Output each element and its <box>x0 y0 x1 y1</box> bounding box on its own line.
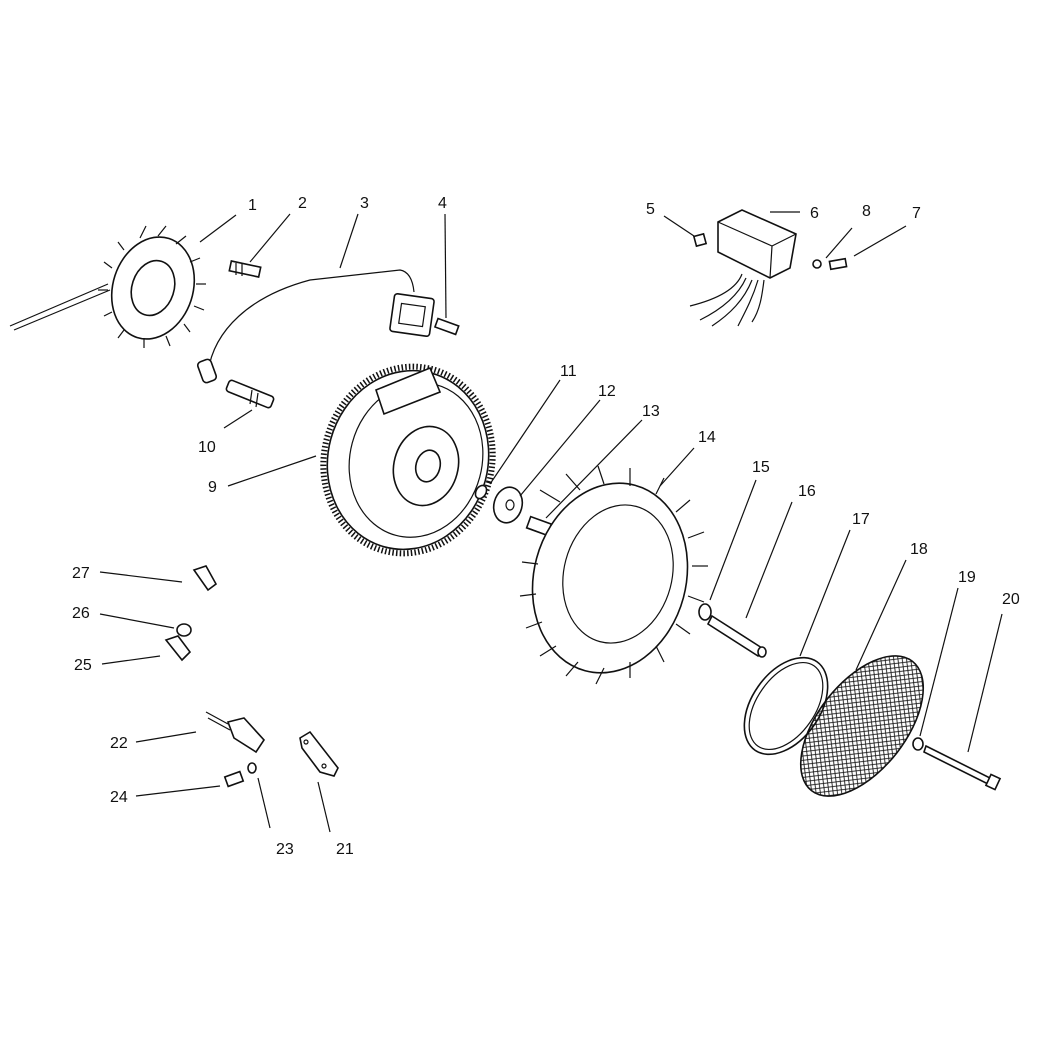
callout-19: 19 <box>958 569 976 586</box>
wire-clamp-upper-part <box>192 565 218 592</box>
callout-8: 8 <box>862 203 871 220</box>
flywheel-washer-part <box>492 486 524 524</box>
callout-9: 9 <box>208 479 217 496</box>
screen-bolt-part <box>923 744 1002 791</box>
module-screw-part <box>433 317 460 336</box>
cooling-fan-part <box>519 465 708 685</box>
callout-11: 11 <box>560 363 577 380</box>
callout-14: 14 <box>698 429 716 446</box>
callout-labels: 1 2 3 4 5 6 7 8 9 10 11 12 13 14 15 16 1… <box>72 195 1020 858</box>
callout-4: 4 <box>438 195 447 212</box>
ignition-switch-part <box>205 711 266 754</box>
callout-21: 21 <box>336 841 354 858</box>
ignition-module-part <box>196 269 435 384</box>
grass-screen-part <box>799 655 925 797</box>
regulator-nut-part <box>692 232 708 248</box>
callout-13: 13 <box>642 403 660 420</box>
callout-18: 18 <box>910 541 928 558</box>
callout-17: 17 <box>852 511 870 528</box>
callout-15: 15 <box>752 459 770 476</box>
callout-3: 3 <box>360 195 369 212</box>
voltage-regulator-part <box>689 209 797 327</box>
spark-plug-part <box>225 379 275 409</box>
spacer-tube-part <box>706 614 767 658</box>
callout-22: 22 <box>110 735 128 752</box>
regulator-screw-part <box>828 257 848 271</box>
wire-clamp-lower-part <box>164 635 192 662</box>
switch-nut-part <box>247 762 257 774</box>
callout-7: 7 <box>912 205 921 222</box>
callout-16: 16 <box>798 483 816 500</box>
stator-bolt-part <box>228 260 262 278</box>
callout-5: 5 <box>646 201 655 218</box>
callout-26: 26 <box>72 605 90 622</box>
flywheel-key-part <box>474 484 488 500</box>
spacer-washer-part <box>698 603 712 621</box>
callout-6: 6 <box>810 205 819 222</box>
clamp-washer-part <box>176 623 192 637</box>
callout-10: 10 <box>198 439 216 456</box>
callout-20: 20 <box>1002 591 1020 608</box>
screen-washer-part <box>912 737 924 751</box>
callout-2: 2 <box>298 195 307 212</box>
regulator-washer-part <box>812 259 822 269</box>
callout-12: 12 <box>598 383 616 400</box>
callout-23: 23 <box>276 841 294 858</box>
brake-bracket-part <box>299 730 339 777</box>
callout-24: 24 <box>110 789 128 806</box>
callout-25: 25 <box>74 657 92 674</box>
leader-lines <box>99 211 1003 833</box>
callout-1: 1 <box>248 197 257 214</box>
callout-27: 27 <box>72 565 90 582</box>
switch-screw-part <box>223 770 245 788</box>
flywheel-part <box>320 363 496 557</box>
stator-part <box>9 225 206 348</box>
